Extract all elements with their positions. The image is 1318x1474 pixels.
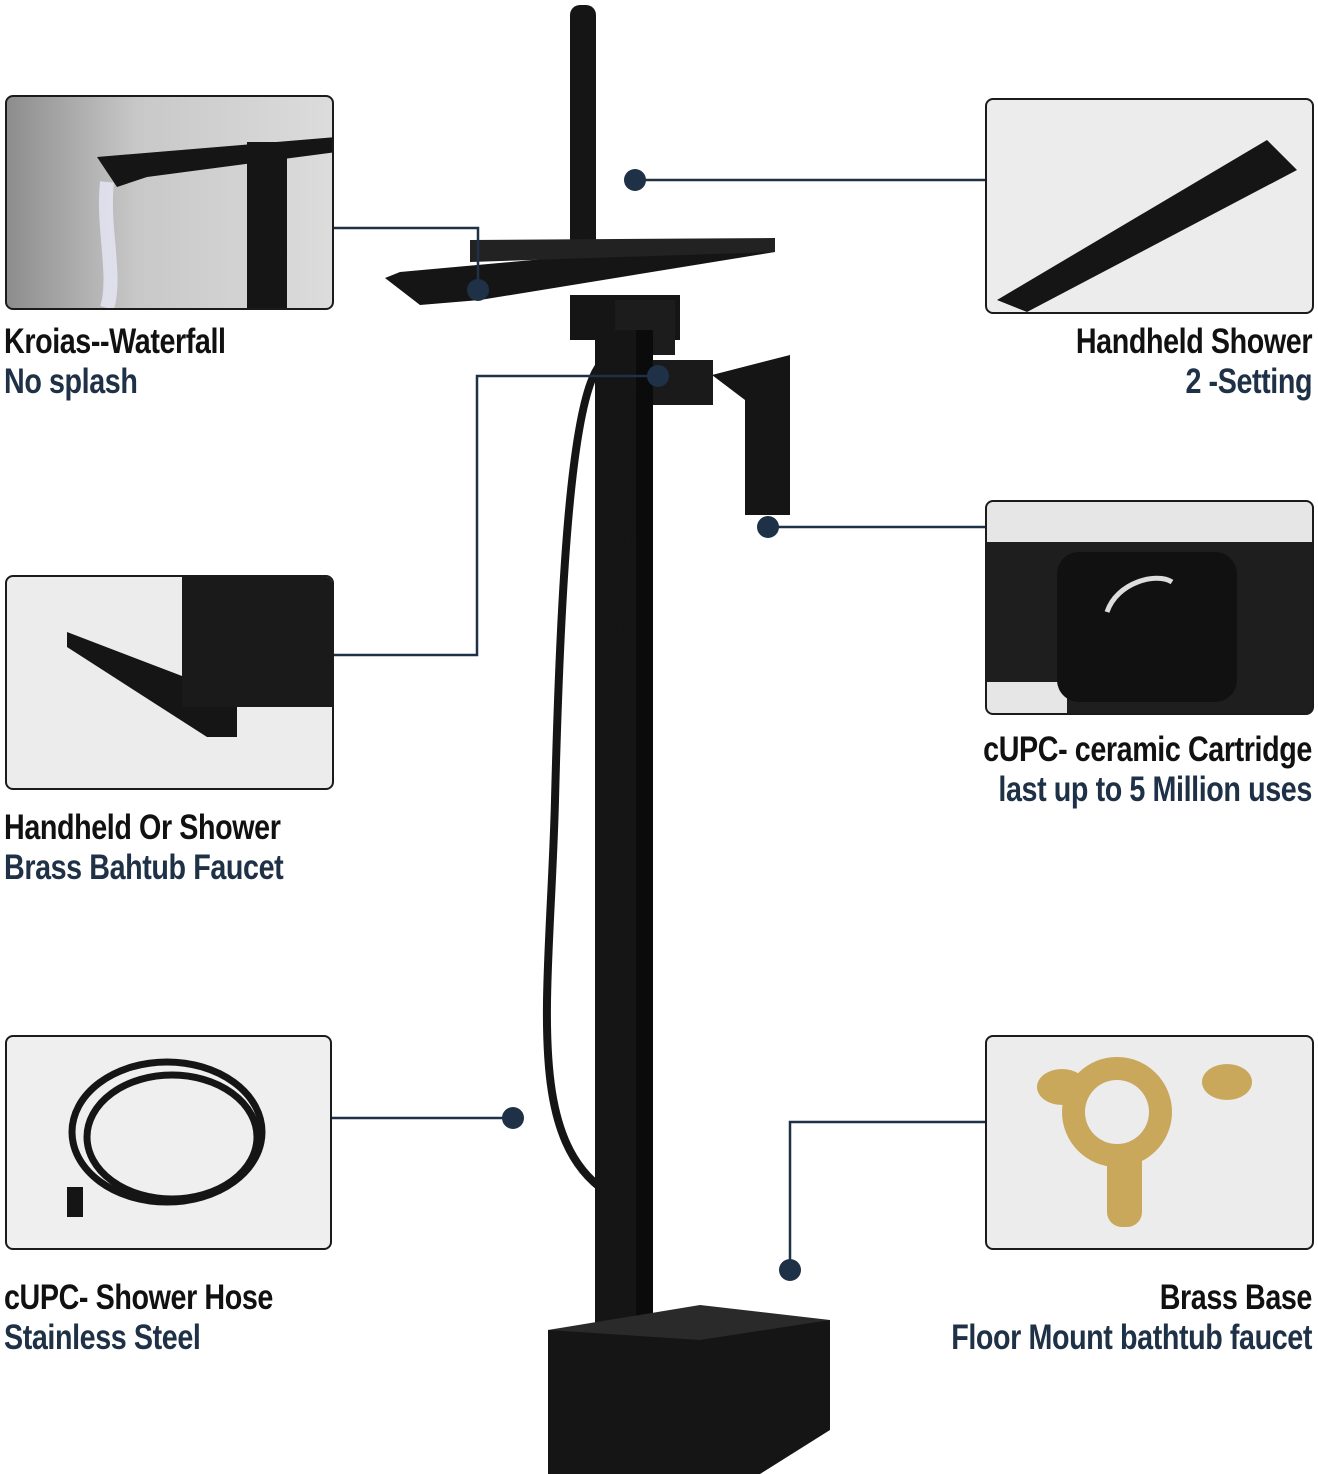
feature-title: Handheld Or Shower <box>4 808 281 847</box>
connector-lines <box>330 178 985 1270</box>
hose-photo <box>5 1035 332 1250</box>
feature-title: cUPC- Shower Hose <box>4 1278 273 1317</box>
feature-title: Handheld Shower <box>1075 322 1313 361</box>
feature-subtitle: Floor Mount bathtub faucet <box>951 1318 1312 1357</box>
feature-subtitle: 2 -Setting <box>1185 362 1312 401</box>
base <box>548 1320 830 1474</box>
cartridge-photo <box>985 500 1314 715</box>
shower-wand <box>570 5 596 255</box>
brass-base-photo <box>985 1035 1314 1250</box>
handle-photo <box>5 575 334 790</box>
feature-title: cUPC- ceramic Cartridge <box>983 730 1312 769</box>
feature-subtitle: last up to 5 Million uses <box>998 770 1313 809</box>
lever-handle <box>712 355 790 515</box>
feature-title: Kroias--Waterfall <box>4 322 226 361</box>
feature-subtitle: Stainless Steel <box>4 1318 201 1357</box>
freestanding-faucet <box>385 5 830 1474</box>
waterfall-photo <box>5 95 334 310</box>
feature-title: Brass Base <box>1159 1278 1313 1317</box>
shower-hose <box>542 362 624 1210</box>
connector-dots <box>467 169 801 1281</box>
feature-subtitle: Brass Bahtub Faucet <box>4 848 284 887</box>
handheld-shower-photo <box>985 98 1314 314</box>
feature-subtitle: No splash <box>4 362 138 401</box>
